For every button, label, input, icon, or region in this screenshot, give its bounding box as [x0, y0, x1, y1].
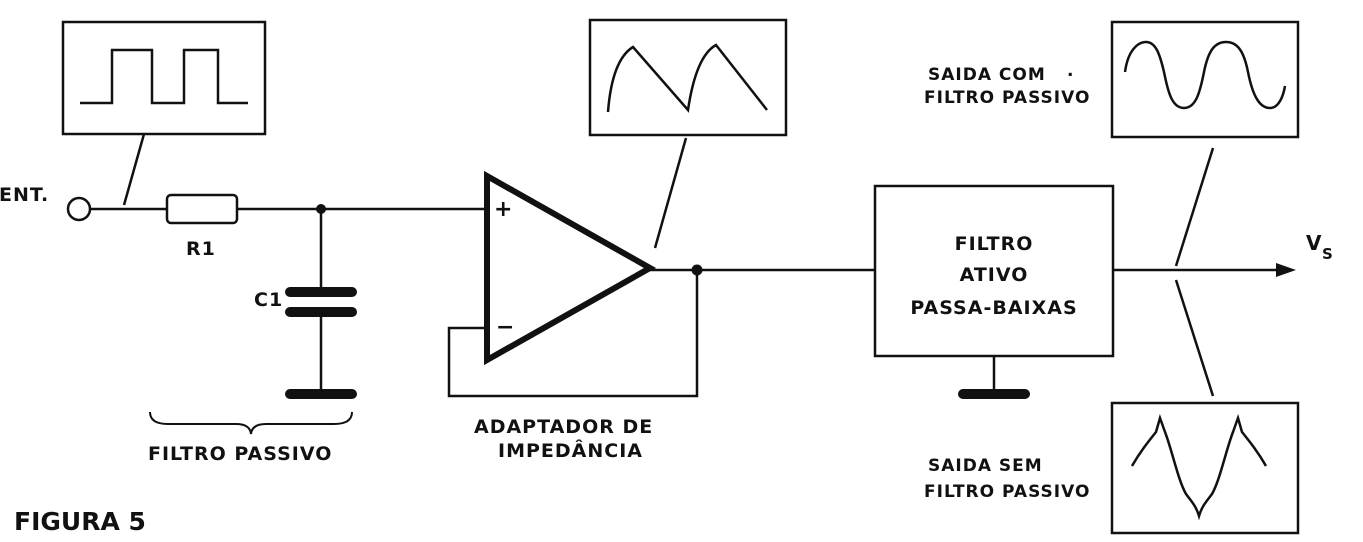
- leader-without-filter: [1174, 279, 1215, 397]
- out-with-filter-label-line1: SAIDA COM: [928, 65, 1046, 85]
- scope-frame-with-filter: [1110, 20, 1300, 139]
- square-wave-scope: [61, 20, 267, 206]
- scope-frame-input: [61, 20, 267, 136]
- sawtooth-wave-icon: [606, 43, 768, 113]
- wires: [91, 204, 1296, 398]
- adapter-label-line1: ADAPTADOR DE: [474, 416, 653, 438]
- figure-caption: FIGURA 5: [14, 507, 146, 536]
- output-label-v: V: [1306, 231, 1322, 255]
- out-without-filter-label-line1: SAIDA SEM: [928, 456, 1043, 476]
- distorted-wave-icon: [1130, 413, 1268, 521]
- junction-c1: [316, 204, 326, 214]
- leader-with-filter: [1174, 147, 1215, 267]
- active-filter-label-line3: PASSA-BAIXAS: [910, 297, 1077, 319]
- passive-filter-label: FILTRO PASSIVO: [148, 443, 332, 465]
- wire-feedback: [447, 270, 699, 398]
- junction-feedback: [691, 264, 703, 276]
- capacitor-c1-label: C1: [254, 289, 283, 311]
- input-terminal: [66, 196, 92, 222]
- scope-frame-opamp: [588, 18, 788, 137]
- leader-opamp: [653, 137, 688, 249]
- active-filter-label-line1: FILTRO: [955, 233, 1034, 255]
- adapter-label-line2: IMPEDÂNCIA: [498, 439, 643, 462]
- out-with-filter-label-line2: FILTRO PASSIVO: [924, 88, 1090, 108]
- output-label-subscript: S: [1322, 245, 1334, 263]
- sine-wave-scope: SAIDA COM . FILTRO PASSIVO: [924, 20, 1300, 267]
- leader-input: [122, 133, 146, 206]
- out-without-filter-label-line2: FILTRO PASSIVO: [924, 482, 1090, 502]
- out-with-filter-dot: .: [1067, 61, 1074, 81]
- resistor-r1-label: R1: [186, 238, 216, 260]
- opamp-minus-label: −: [496, 315, 515, 340]
- scope-frame-without-filter: [1110, 401, 1300, 535]
- output-arrow-icon: [1276, 263, 1296, 277]
- sine-wave-icon: [1123, 40, 1287, 110]
- opamp-plus-label: +: [494, 197, 513, 222]
- passive-filter-brace: [149, 411, 353, 435]
- resistor-r1: [165, 193, 239, 225]
- distorted-wave-scope: SAIDA SEM FILTRO PASSIVO: [924, 279, 1300, 535]
- opamp-triangle: [484, 170, 657, 366]
- active-filter-label-line2: ATIVO: [960, 264, 1029, 286]
- active-filter-block: [873, 184, 1115, 358]
- square-wave-icon: [80, 48, 248, 105]
- input-label: ENT.: [0, 184, 49, 206]
- sawtooth-wave-scope: [588, 18, 788, 249]
